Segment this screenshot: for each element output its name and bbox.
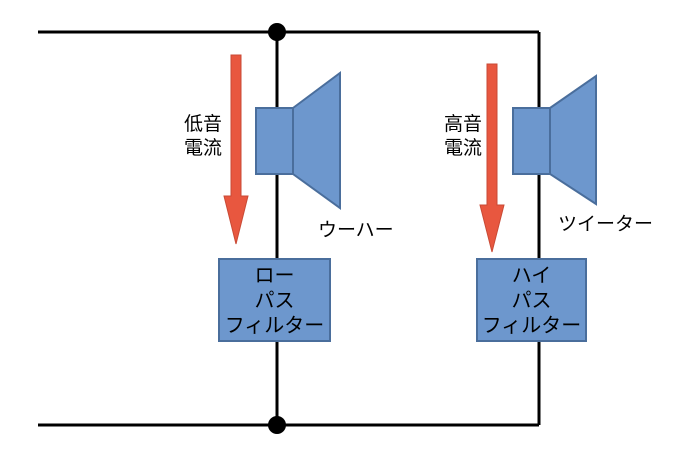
- low-pass-filter-box: ロー パス フィルター: [218, 258, 331, 342]
- low-pass-filter-line-3: フィルター: [224, 312, 325, 337]
- low-current-arrow-icon: [223, 54, 249, 245]
- high-pass-filter-line-1: ハイ: [511, 262, 552, 287]
- high-current-arrow-icon: [479, 63, 505, 253]
- tweeter-speaker-icon: [512, 74, 597, 206]
- high-pass-filter-box: ハイ パス フィルター: [476, 258, 587, 342]
- bottom-junction-node: [268, 416, 286, 434]
- top-junction-node: [268, 23, 286, 41]
- high-pass-filter-line-3: フィルター: [481, 312, 582, 337]
- high-current-label-line-1: 高音: [443, 113, 482, 135]
- low-current-label-line-1: 低音: [183, 113, 222, 135]
- low-pass-filter-line-1: ロー: [254, 262, 295, 287]
- low-current-label-line-2: 電流: [183, 137, 222, 159]
- tweeter-label: ツイーター: [558, 213, 654, 235]
- high-current-label-line-2: 電流: [443, 137, 482, 159]
- woofer-label: ウーハー: [318, 219, 394, 241]
- low-current-label: 低音 電流: [176, 112, 230, 160]
- high-pass-filter-line-2: パス: [511, 287, 552, 312]
- low-pass-filter-line-2: パス: [254, 287, 295, 312]
- high-current-label: 高音 電流: [436, 112, 490, 160]
- woofer-speaker-icon: [255, 71, 341, 210]
